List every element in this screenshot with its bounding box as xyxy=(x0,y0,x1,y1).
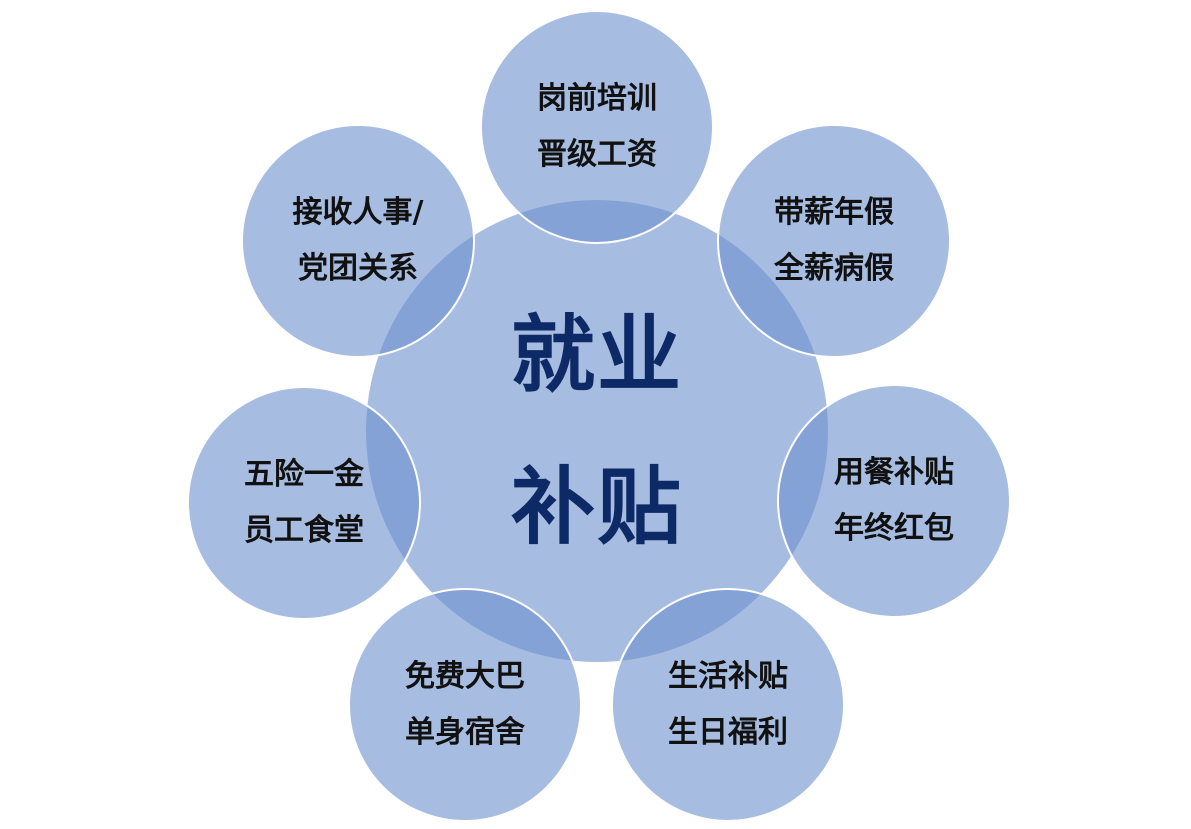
node-label-line-2: 生日福利 xyxy=(668,715,788,750)
node-label-line-1: 岗前培训 xyxy=(537,81,657,116)
node-label-line-2: 党团关系 xyxy=(298,251,418,286)
node-circle-left: 五险一金 员工食堂 xyxy=(187,386,421,620)
node-label-line-1: 接收人事/ xyxy=(292,195,424,230)
center-title-line-1: 就业 xyxy=(510,306,683,404)
node-label-line-2: 晋级工资 xyxy=(537,137,657,172)
node-label-line-2: 全薪病假 xyxy=(774,251,894,286)
node-label-line-2: 单身宿舍 xyxy=(405,715,525,750)
node-label-line-1: 生活补贴 xyxy=(668,659,788,694)
node-label-line-2: 年终红包 xyxy=(834,511,954,546)
node-label-line-1: 五险一金 xyxy=(244,457,364,492)
node-label-line-1: 免费大巴 xyxy=(405,659,525,694)
node-circle-top-left: 接收人事/ 党团关系 xyxy=(241,124,475,358)
node-circle-bottom-right: 生活补贴 生日福利 xyxy=(611,588,845,822)
node-circle-right: 用餐补贴 年终红包 xyxy=(777,384,1011,618)
node-label-line-2: 员工食堂 xyxy=(244,513,364,548)
node-circle-bottom-left: 免费大巴 单身宿舍 xyxy=(348,588,582,822)
node-circle-top-right: 带薪年假 全薪病假 xyxy=(717,124,951,358)
center-title-line-2: 补贴 xyxy=(510,458,683,556)
node-label-line-1: 用餐补贴 xyxy=(834,455,954,490)
node-circle-top: 岗前培训 晋级工资 xyxy=(480,10,714,244)
node-label-line-1: 带薪年假 xyxy=(774,195,894,230)
